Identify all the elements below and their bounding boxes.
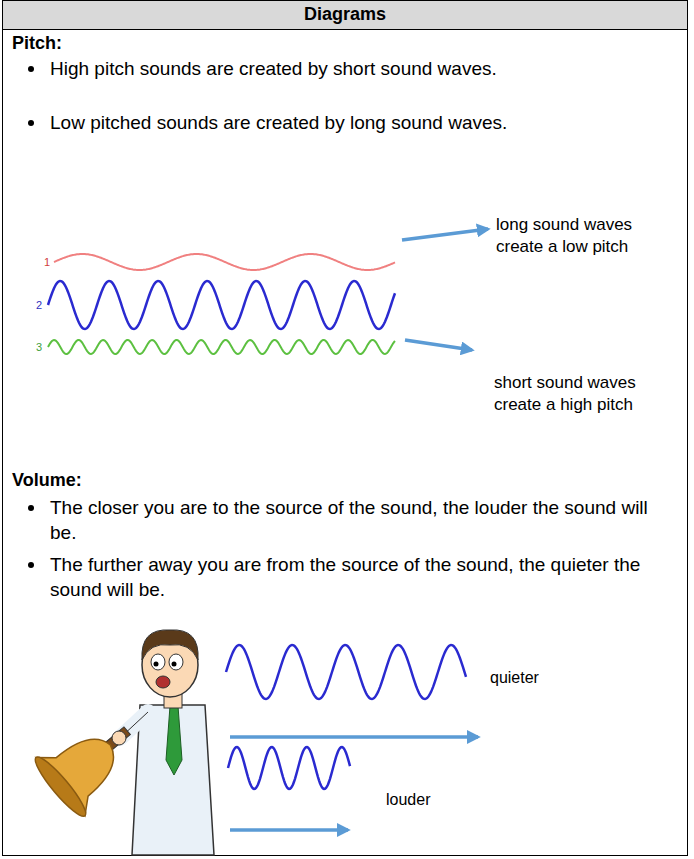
bullet-text: The further away you are from the source… <box>50 553 675 602</box>
distance-arrow <box>230 735 478 739</box>
pointer-arrow <box>405 340 472 350</box>
volume-label: quieter <box>490 668 610 689</box>
bullet-dot <box>28 120 34 126</box>
bullet-text: Low pitched sounds are created by long s… <box>50 111 675 136</box>
short-wave <box>48 340 395 354</box>
quiet-wave <box>226 645 466 699</box>
bullet-dot <box>28 562 34 568</box>
wave-number: 3 <box>36 340 48 354</box>
distance-arrow <box>230 828 348 832</box>
header-title: Diagrams <box>2 4 688 25</box>
wave-number: 2 <box>36 298 48 312</box>
pointer-arrow <box>402 229 488 240</box>
bullet-dot <box>28 505 34 511</box>
medium-wave <box>48 281 395 329</box>
man-with-bell <box>30 630 214 855</box>
volume-label: louder <box>386 790 506 811</box>
section-heading: Pitch: <box>12 32 312 55</box>
pitch-note: long sound waves create a low pitch <box>496 214 636 258</box>
bullet-text: The closer you are to the source of the … <box>50 496 675 545</box>
pitch-note: short sound waves create a high pitch <box>494 372 644 416</box>
loud-wave <box>228 747 350 789</box>
wave-number: 1 <box>44 255 56 269</box>
bullet-text: High pitch sounds are created by short s… <box>50 57 675 82</box>
long-wave <box>54 254 395 270</box>
bullet-dot <box>28 66 34 72</box>
section-heading: Volume: <box>12 469 312 492</box>
